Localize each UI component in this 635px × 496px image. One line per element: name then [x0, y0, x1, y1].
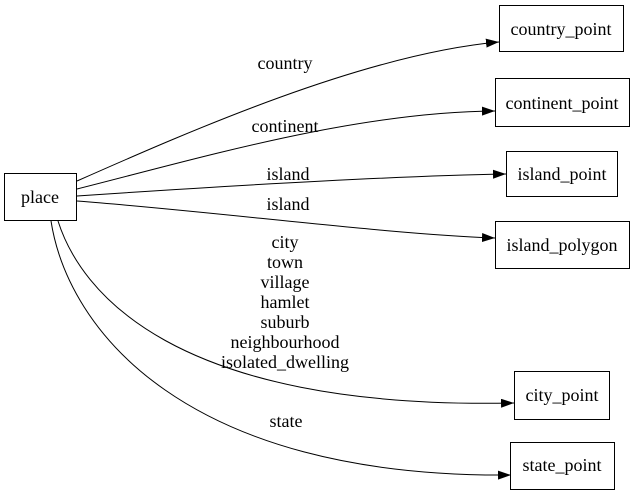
- edge-label-town-line: town: [267, 252, 303, 272]
- edge-label-group: country continent island island city tow…: [221, 53, 349, 431]
- node-continent_point-label: continent_point: [506, 93, 619, 113]
- node-island_polygon-box: [495, 221, 630, 269]
- edge-label-state: state: [270, 411, 303, 431]
- node-place: place: [4, 173, 77, 221]
- edge-place-state_point: [50, 220, 512, 480]
- node-place-label: place: [21, 187, 59, 207]
- node-country_point-box: [499, 5, 624, 52]
- node-island_polygon-label: island_polygon: [507, 235, 618, 255]
- node-island_point: island_point: [506, 151, 618, 197]
- edge-place-island_polygon: [76, 200, 496, 243]
- node-state_point-label: state_point: [523, 455, 602, 475]
- node-place-box: [4, 173, 77, 221]
- node-island_point-label: island_point: [518, 164, 607, 184]
- edge-place-island_point: [76, 169, 507, 197]
- node-country_point: country_point: [499, 5, 624, 52]
- edge-place-country_point: [76, 38, 500, 182]
- node-state_point-box: [510, 442, 615, 490]
- node-city_point: city_point: [514, 371, 610, 420]
- edge-label-neighbourhood-line: neighbourhood: [231, 332, 340, 352]
- edge-group: [50, 38, 515, 480]
- edge-label-country: country: [258, 53, 313, 73]
- edge-label-island-point: island: [267, 164, 310, 184]
- node-city_point-label: city_point: [526, 385, 599, 405]
- edge-label-suburb-line: suburb: [261, 312, 310, 332]
- edge-label-isolated-dwelling-line: isolated_dwelling: [221, 352, 349, 372]
- edge-label-island-polygon: island: [267, 194, 310, 214]
- edge-label-city-multiline: city town village hamlet suburb neighbou…: [221, 232, 349, 372]
- node-state_point: state_point: [510, 442, 615, 490]
- node-country_point-label: country_point: [511, 19, 612, 39]
- edge-label-village-line: village: [261, 272, 310, 292]
- node-continent_point-box: [495, 78, 630, 127]
- node-continent_point: continent_point: [495, 78, 630, 127]
- node-island_point-box: [506, 151, 618, 197]
- edge-label-hamlet-line: hamlet: [261, 292, 310, 312]
- node-island_polygon: island_polygon: [495, 221, 630, 269]
- edge-label-continent: continent: [252, 116, 319, 136]
- node-group: place country_point continent_point isla…: [4, 5, 630, 490]
- edge-label-city-line: city: [272, 232, 299, 252]
- edge-place-city_point: [57, 220, 515, 408]
- node-city_point-box: [514, 371, 610, 420]
- edge-place-continent_point: [76, 106, 496, 190]
